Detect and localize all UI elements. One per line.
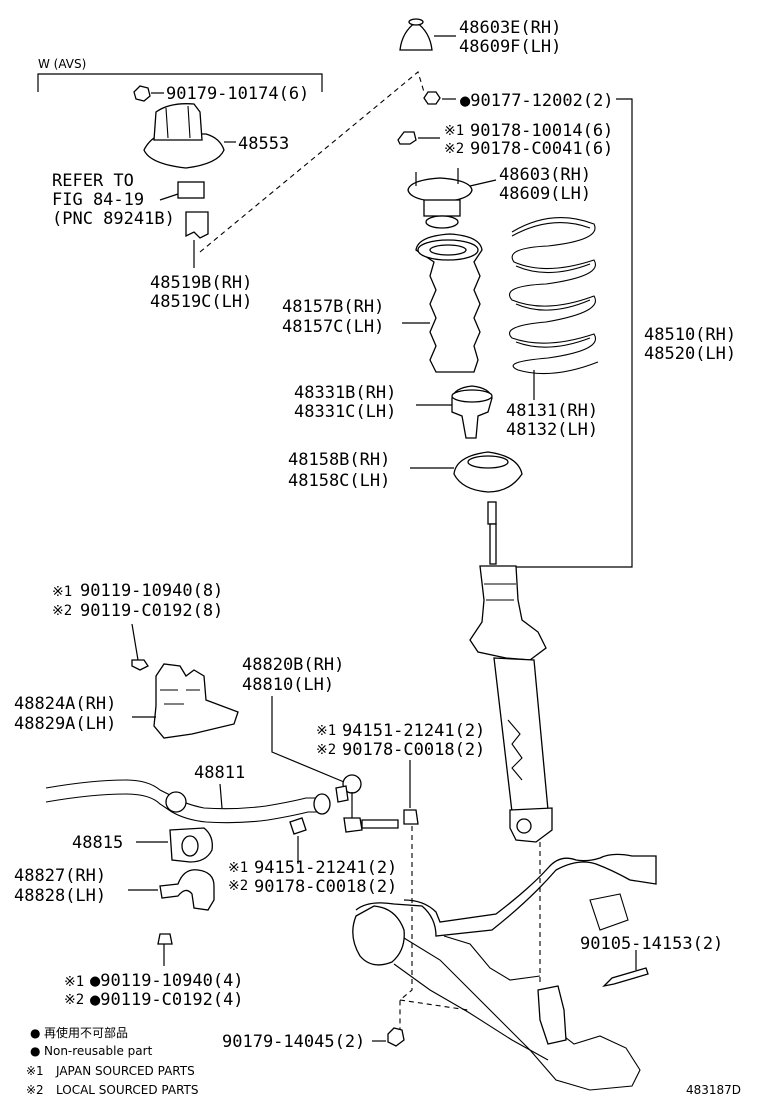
upper-dust-cap (399, 18, 456, 51)
avs-actuator (143, 103, 236, 169)
part-label-48158B: 48158B(RH) (288, 450, 390, 470)
part-number: 90177-12002(2) (470, 91, 613, 111)
part-label-48828: 48828(LH) (14, 886, 106, 906)
part-label-48603: 48603(RH) (499, 165, 591, 185)
ref2-mark-b: ※2 (52, 603, 72, 619)
part-label-94151-upper: 94151-21241(2) (342, 721, 485, 741)
part-label-48829A: 48829A(LH) (14, 714, 116, 734)
bushing-clamp (128, 869, 215, 911)
part-label-90178-C0018-upper: 90178-C0018(2) (342, 740, 485, 760)
suspension-support (407, 168, 497, 229)
legend-ref2-mark: ※2 (26, 1083, 44, 1097)
part-number: 90119-C0192(4) (100, 990, 243, 1010)
part-label-48158C: 48158C(LH) (288, 471, 390, 491)
legend-note1: JAPAN SOURCED PARTS (55, 1064, 195, 1078)
part-label-90178-C0018-lower: 90178-C0018(2) (254, 877, 397, 897)
link-nut-upper (403, 809, 419, 825)
legend-nonreusable-jp: 再使用不可部品 (44, 1025, 128, 1040)
refer-text-line1: REFER TO (52, 171, 134, 191)
knuckle-nut (372, 1027, 405, 1047)
ref1-mark-d: ※1 (228, 860, 248, 876)
ref2-mark-d: ※2 (228, 878, 248, 894)
avs-bracket-48519 (185, 211, 209, 268)
part-label-48131: 48131(RH) (506, 401, 598, 421)
part-label-48815: 48815 (72, 833, 123, 853)
ref1-mark-c: ※1 (316, 723, 336, 739)
bullet-mark: ● (90, 971, 101, 991)
knuckle-bolt (602, 950, 649, 988)
ref1-mark-b: ※1 (52, 584, 72, 600)
part-label-90178-C0041: 90178-C0041(6) (470, 139, 613, 159)
spring-bumper-boot (402, 233, 483, 373)
bound-stopper (416, 385, 493, 439)
bullet-mark: ● (460, 91, 471, 111)
part-label-48157B: 48157B(RH) (282, 297, 384, 317)
part-label-48519C: 48519C(LH) (150, 292, 252, 312)
part-label-90177-12002: ●90177-12002(2) (460, 91, 614, 111)
legend-bullet-1: ● (30, 1026, 40, 1040)
bracket-bolt (131, 659, 149, 671)
avs-group-bracket: W (AVS) (37, 57, 323, 92)
part-label-90119-10940-4: ●90119-10940(4) (90, 971, 244, 991)
refer-text-line2: FIG 84-19 (52, 190, 144, 210)
legend-note2: LOCAL SOURCED PARTS (56, 1083, 198, 1097)
part-label-48810: 48810(LH) (242, 675, 334, 695)
diagram-id: 483187D (686, 1083, 741, 1097)
ref2-mark-c: ※2 (316, 742, 336, 758)
part-label-90119-C0192-8: 90119-C0192(8) (80, 601, 223, 621)
coil-spring (509, 217, 599, 400)
stabilizer-bracket (132, 663, 239, 739)
avs-group-label: W (AVS) (38, 57, 86, 71)
part-label-90179-14045: 90179-14045(2) (222, 1032, 365, 1052)
part-label-48553: 48553 (238, 134, 289, 154)
part-label-48820B: 48820B(RH) (242, 655, 344, 675)
stabilizer-bushing (136, 827, 213, 863)
stabilizer-bar (45, 779, 331, 824)
flange-nut (397, 131, 440, 145)
part-label-48609: 48609(LH) (499, 184, 591, 204)
ref2-mark-e: ※2 (64, 992, 84, 1008)
legend-bullet-2: ● (30, 1044, 40, 1058)
bullet-mark: ● (90, 990, 101, 1010)
shock-absorber (469, 501, 553, 843)
legend-ref1-mark: ※1 (26, 1064, 44, 1078)
part-label-90178-10014: 90178-10014(6) (470, 121, 613, 141)
legend: ● 再使用不可部品 ● Non-reusable part ※1 JAPAN S… (26, 1025, 198, 1097)
part-label-48331B: 48331B(RH) (294, 383, 396, 403)
top-nut (423, 91, 456, 105)
ref1-mark-e: ※1 (64, 974, 84, 990)
part-label-48827: 48827(RH) (14, 866, 106, 886)
steering-knuckle (352, 853, 657, 1091)
avs-nut (133, 85, 164, 102)
ref2-mark-a: ※2 (444, 141, 464, 157)
part-label-48520: 48520(LH) (644, 344, 736, 364)
part-label-48157C: 48157C(LH) (282, 317, 384, 337)
clamp-bolt (157, 933, 173, 966)
part-label-90105-14153: 90105-14153(2) (580, 934, 723, 954)
part-label-94151-lower: 94151-21241(2) (254, 858, 397, 878)
part-label-90119-10940-8: 90119-10940(8) (80, 581, 223, 601)
part-label-48510: 48510(RH) (644, 325, 736, 345)
spring-insulator (410, 451, 523, 493)
part-label-90119-C0192-4: ●90119-C0192(4) (90, 990, 244, 1010)
part-label-90179-10174: 90179-10174(6) (166, 84, 309, 104)
part-label-48519B: 48519B(RH) (150, 273, 252, 293)
avs-connector (159, 181, 205, 201)
part-label-48331C: 48331C(LH) (294, 402, 396, 422)
part-label-48132: 48132(LH) (506, 420, 598, 440)
part-label-48824A: 48824A(RH) (14, 694, 116, 714)
part-number: 90119-10940(4) (100, 971, 243, 991)
refer-text-line3: (PNC 89241B) (52, 209, 175, 229)
part-label-48603E: 48603E(RH) (459, 18, 561, 38)
part-label-48609F: 48609F(LH) (459, 37, 561, 57)
legend-nonreusable-en: Non-reusable part (44, 1044, 153, 1058)
stabilizer-link (335, 774, 399, 833)
link-nut-lower (289, 817, 307, 864)
ref1-mark-a: ※1 (444, 123, 464, 139)
part-label-48811: 48811 (194, 763, 245, 783)
